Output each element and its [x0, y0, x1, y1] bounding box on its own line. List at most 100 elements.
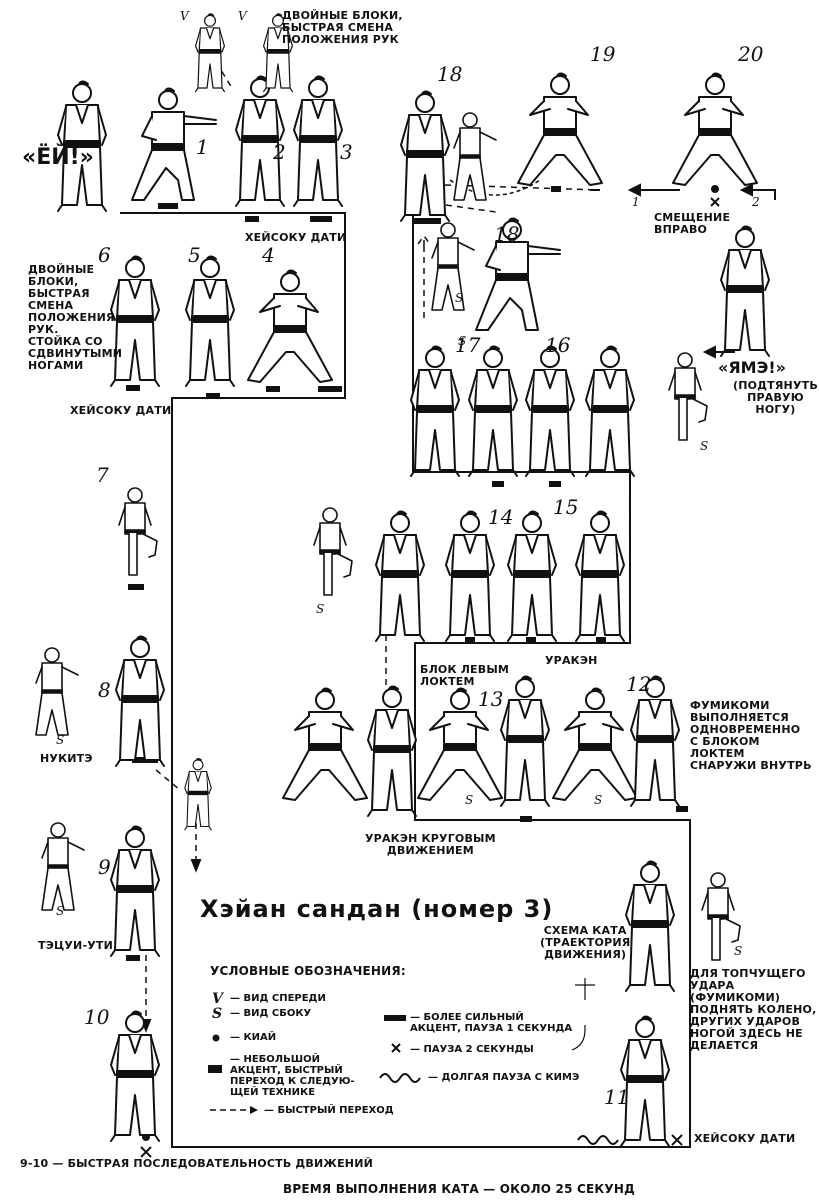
legend-front: — вид спереди: [230, 993, 326, 1004]
figure-11: [619, 1015, 671, 1148]
figure-4: [247, 269, 333, 383]
svg-text:S: S: [734, 944, 742, 958]
figure-16-side: [668, 352, 708, 441]
pause-marks: [140, 197, 720, 1158]
label-double-blocks-left: Двойные блоки, быстрая смена положения р…: [28, 263, 123, 372]
figure-number-16: 16: [545, 333, 571, 357]
figure-18-mid-side: [431, 222, 475, 311]
svg-text:V: V: [212, 991, 225, 1007]
svg-text:S: S: [56, 733, 64, 747]
figure-front-v1: [194, 13, 226, 93]
figure-19: [517, 72, 603, 186]
page-title: Хэйан сандан (номер 3): [200, 895, 554, 923]
legend-quick-transition: — быстрый переход: [264, 1105, 394, 1116]
kata-trajectory: [120, 212, 691, 1148]
figure-8: [114, 635, 166, 768]
label-ei: «ЁЙ!»: [22, 145, 94, 170]
figure-number-4: 4: [262, 243, 275, 267]
figure-9-side: [41, 822, 85, 911]
figure-number-14: 14: [488, 505, 514, 529]
figure-number-9: 9: [98, 855, 111, 879]
kime-wave-11: [577, 1135, 619, 1145]
legend-side: — вид сбоку: [230, 1008, 312, 1019]
label-heisoku-dati-top: Хейсоку дати: [245, 231, 347, 244]
figure-number-15: 15: [553, 495, 579, 519]
figure-scheme: [624, 860, 676, 993]
label-fumikomi: Фумикоми выполняется одновременно с блок…: [690, 699, 812, 772]
figure-uraken-side: [282, 687, 368, 801]
legend-strong-accent: — более сильный акцент, пауза 1 секунда: [410, 1012, 573, 1034]
figure-7: [118, 487, 158, 576]
label-yame: «ЯМЭ!»: [718, 358, 786, 377]
figure-yame: [719, 225, 771, 358]
label-heisoku-dati-left: Хейсоку дати: [70, 404, 172, 417]
legend-marks: V S: [210, 991, 421, 1114]
figure-20: [672, 72, 758, 186]
figure-8-side: [35, 647, 79, 736]
arrow-number-1: 1: [632, 195, 640, 209]
svg-text:S: S: [458, 334, 466, 348]
legend-heading: Условные обозначения:: [210, 964, 406, 978]
label-nukite: Нукитэ: [40, 752, 93, 765]
label-shift-right: Смещение вправо: [654, 211, 731, 236]
legend-long-pause: — долгая пауза с кимэ: [428, 1072, 580, 1083]
label-tetsui-uti: Тэцуи-ути: [38, 939, 114, 952]
figure-16b: [584, 345, 636, 478]
figure-number-6: 6: [98, 243, 111, 267]
figure-12-side: [552, 687, 638, 801]
figure-14: [444, 510, 496, 643]
figure-16: [524, 345, 576, 478]
figure-10: [109, 1010, 161, 1143]
legend-kiai: — киай: [230, 1032, 277, 1043]
figure-15b: [574, 510, 626, 643]
label-block-left-elbow: Блок левым локтем: [420, 663, 510, 688]
legend-small-accent: — небольшой акцент, быстрый переход к сл…: [230, 1054, 355, 1098]
figure-15: [506, 510, 558, 643]
figure-5: [184, 255, 236, 388]
svg-text:V: V: [180, 9, 190, 23]
figure-number-3: 3: [340, 140, 353, 164]
label-uraken: Уракэн: [545, 654, 598, 667]
legend-pause: — пауза 2 секунды: [410, 1044, 534, 1055]
figure-uraken: [366, 685, 418, 818]
figure-number-18-mid: 18: [494, 222, 520, 246]
figure-17b: [467, 345, 519, 478]
svg-text:S: S: [465, 793, 473, 807]
figure-18-top: [399, 90, 451, 223]
figure-17: [409, 345, 461, 478]
figure-number-13: 13: [478, 687, 504, 711]
label-fumikomi-note: Для топчущего удара (фумикоми) поднять к…: [690, 967, 817, 1052]
label-scheme: Схема ката (траектория движения): [540, 924, 631, 961]
label-uraken-circular: Уракэн круговым движением: [365, 832, 496, 857]
figure-number-12: 12: [626, 672, 652, 696]
figure-number-20: 20: [738, 42, 764, 66]
figure-number-7: 7: [96, 463, 109, 487]
label-double-blocks-top: Двойные блоки, быстрая смена положения р…: [282, 9, 403, 46]
label-heisoku-dati-bottom: Хейсоку дати: [694, 1132, 796, 1145]
svg-text:S: S: [212, 1006, 222, 1022]
figure-9: [109, 825, 161, 958]
figure-number-5: 5: [188, 243, 201, 267]
figure-number-19: 19: [590, 42, 616, 66]
svg-text:V: V: [238, 9, 248, 23]
svg-text:S: S: [316, 602, 324, 616]
figure-number-8: 8: [98, 678, 111, 702]
figure-mid-a: [374, 510, 426, 643]
svg-text:S: S: [455, 291, 463, 305]
figure-number-10: 10: [84, 1005, 110, 1029]
figure-number-1: 1: [196, 135, 209, 159]
svg-text:S: S: [594, 793, 602, 807]
figure-3: [292, 75, 344, 208]
footer-sequence: 9-10 — быстрая последовательность движен…: [20, 1157, 374, 1170]
figure-small-transition: [184, 757, 212, 831]
svg-text:S: S: [700, 439, 708, 453]
figure-13: [499, 675, 551, 808]
arrow-number-2: 2: [752, 195, 760, 209]
footer-time: Время выполнения ката — около 25 секунд: [283, 1182, 635, 1196]
figure-number-17: 17: [455, 333, 481, 357]
figure-number-11: 11: [604, 1085, 630, 1109]
label-yame-sub: (подтянуть правую ногу): [733, 379, 818, 416]
svg-text:S: S: [56, 904, 64, 918]
figure-number-18-top: 18: [437, 62, 463, 86]
